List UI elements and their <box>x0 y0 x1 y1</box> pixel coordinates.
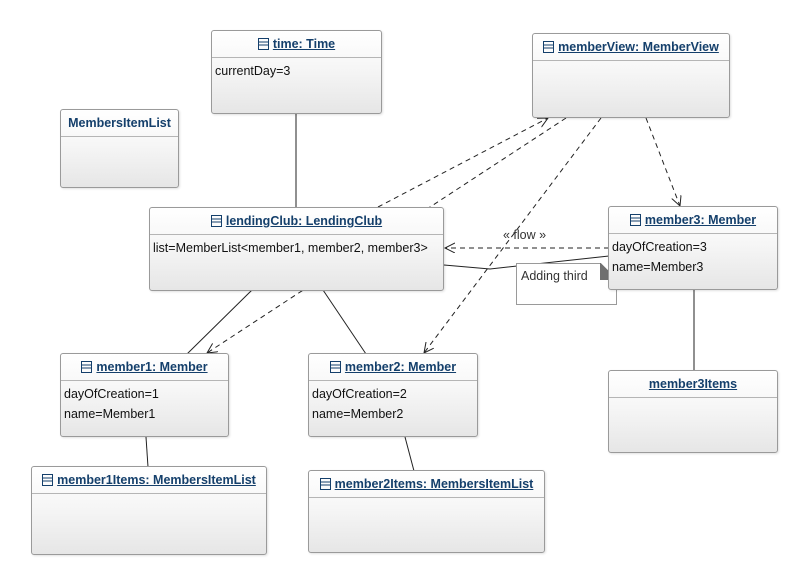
link-lendingclub-member1 <box>186 289 253 355</box>
object-instance-icon <box>42 474 54 486</box>
object-title: member1: Member <box>96 360 208 374</box>
object-lending-club-header: lendingClub: LendingClub <box>150 208 443 235</box>
dependency-memberview-member3 <box>645 117 680 206</box>
object-member2[interactable]: member2: Member dayOfCreation=2 name=Mem… <box>308 353 478 437</box>
object-time[interactable]: time: Time currentDay=3 <box>211 30 382 114</box>
object-member1-items[interactable]: member1Items: MembersItemList <box>31 466 267 555</box>
object-member-view-header: memberView: MemberView <box>533 34 729 61</box>
link-lendingclub-member2 <box>322 289 367 355</box>
object-title: member1Items: MembersItemList <box>57 473 256 487</box>
object-instance-icon <box>257 38 269 50</box>
object-member1[interactable]: member1: Member dayOfCreation=1 name=Mem… <box>60 353 229 437</box>
object-instance-icon <box>210 215 222 227</box>
object-instance-icon <box>329 361 341 373</box>
object-member3-header: member3: Member <box>609 207 777 234</box>
object-instance-icon <box>81 361 93 373</box>
object-instance-icon <box>543 41 555 53</box>
object-title: MembersItemList <box>68 116 171 130</box>
object-instance-icon <box>319 478 331 490</box>
attribute-current-day: currentDay=3 <box>215 64 291 78</box>
note-adding-third[interactable]: Adding third <box>516 263 617 305</box>
dependency-lendingclub-memberview <box>377 118 548 208</box>
note-text: Adding third <box>521 269 588 283</box>
object-members-item-list-header: MembersItemList <box>61 110 178 137</box>
attribute-name: name=Member3 <box>612 260 704 274</box>
object-member3-items-header: member3Items <box>609 371 777 398</box>
object-title: lendingClub: LendingClub <box>225 214 383 228</box>
object-members-item-list[interactable]: MembersItemList <box>60 109 179 188</box>
flow-label: « flow » <box>503 228 547 242</box>
object-title: member3Items <box>648 377 738 391</box>
object-member2-items-header: member2Items: MembersItemList <box>309 471 544 498</box>
object-member1-header: member1: Member <box>61 354 228 381</box>
object-member2-items[interactable]: member2Items: MembersItemList <box>308 470 545 553</box>
object-member2-header: member2: Member <box>309 354 477 381</box>
object-title: member2Items: MembersItemList <box>334 477 534 491</box>
attribute-list: list=MemberList<member1, member2, member… <box>153 241 428 255</box>
link-member1-member1items <box>145 436 149 468</box>
attribute-day-of-creation: dayOfCreation=3 <box>612 240 707 254</box>
object-title: member3: Member <box>644 213 757 227</box>
object-member-view[interactable]: memberView: MemberView <box>532 33 730 118</box>
object-member3-items[interactable]: member3Items <box>608 370 778 453</box>
attribute-name: name=Member1 <box>64 407 156 421</box>
attribute-day-of-creation: dayOfCreation=2 <box>312 387 407 401</box>
object-lending-club[interactable]: lendingClub: LendingClub list=MemberList… <box>149 207 444 291</box>
object-title: memberView: MemberView <box>558 40 719 54</box>
object-instance-icon <box>629 214 641 226</box>
attribute-day-of-creation: dayOfCreation=1 <box>64 387 159 401</box>
object-member3[interactable]: member3: Member dayOfCreation=3 name=Mem… <box>608 206 778 290</box>
object-title: time: Time <box>272 37 336 51</box>
link-member2-member2items <box>404 436 415 472</box>
attribute-name: name=Member2 <box>312 407 404 421</box>
object-title: member2: Member <box>344 360 457 374</box>
object-member1-items-header: member1Items: MembersItemList <box>32 467 266 494</box>
object-time-header: time: Time <box>212 31 381 58</box>
